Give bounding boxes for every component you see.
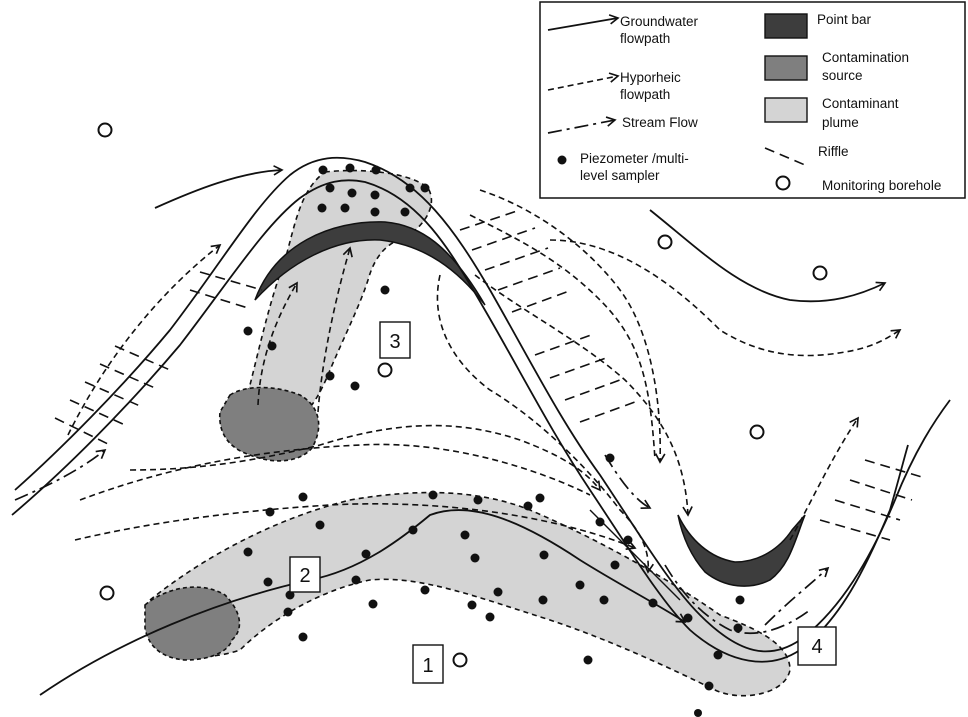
contaminant-plume-lower [149,491,791,697]
groundwater-flowpath-upper [154,165,284,209]
legend-groundwater-line [547,14,620,31]
legend-hyporheic-label-1: Hyporheic [620,70,681,85]
site-label-2: 2 [289,556,321,593]
site-label-3: 3 [379,321,411,359]
monitoring-boreholes [97,122,828,668]
legend-groundwater-label-2: flowpath [620,31,670,46]
legend-piezometer-label-1: Piezometer /multi- [580,151,689,166]
legend-riffle-mark [764,147,806,166]
groundwater-flowpath-lower [39,509,687,696]
piezometer-points [243,163,745,717]
legend-contamination-swatch [764,55,808,81]
svg-text:4: 4 [811,636,822,658]
legend-contamination-label-2: source [822,68,863,83]
legend-hyporheic-line [547,72,620,91]
legend-borehole-label: Monitoring borehole [822,178,941,193]
legend-point-bar-label: Point bar [817,12,872,27]
svg-text:2: 2 [299,565,310,587]
groundwater-flowpath-right [649,209,887,303]
legend: Groundwater flowpath Hyporheic flowpath … [539,1,966,199]
site-label-1: 1 [412,644,444,684]
legend-borehole-symbol [775,175,791,191]
legend-streamflow-line [547,116,617,134]
svg-text:1: 1 [422,655,433,677]
legend-piezometer-label-2: level sampler [580,168,660,183]
svg-text:3: 3 [389,331,400,353]
legend-plume-label-1: Contaminant [822,96,899,111]
legend-streamflow-label: Stream Flow [622,115,698,130]
contamination-source-lower [144,586,241,661]
site-label-4: 4 [797,626,837,666]
stream-bank-inner [11,179,909,663]
riffle-marks [54,209,926,541]
legend-riffle-label: Riffle [818,144,849,159]
stream-bank-outer [14,156,951,653]
legend-piezometer-dot [557,155,567,165]
legend-plume-label-2: plume [822,115,859,130]
legend-point-bar-swatch [764,13,808,39]
point-bar-lower [677,514,806,587]
legend-contamination-label-1: Contamination [822,50,909,65]
legend-hyporheic-label-2: flowpath [620,87,670,102]
legend-plume-swatch [764,97,808,123]
contamination-source-upper [219,386,320,462]
hyporheic-flowpaths [67,189,902,574]
legend-groundwater-label-1: Groundwater [620,14,699,29]
point-bar-upper [254,221,486,306]
